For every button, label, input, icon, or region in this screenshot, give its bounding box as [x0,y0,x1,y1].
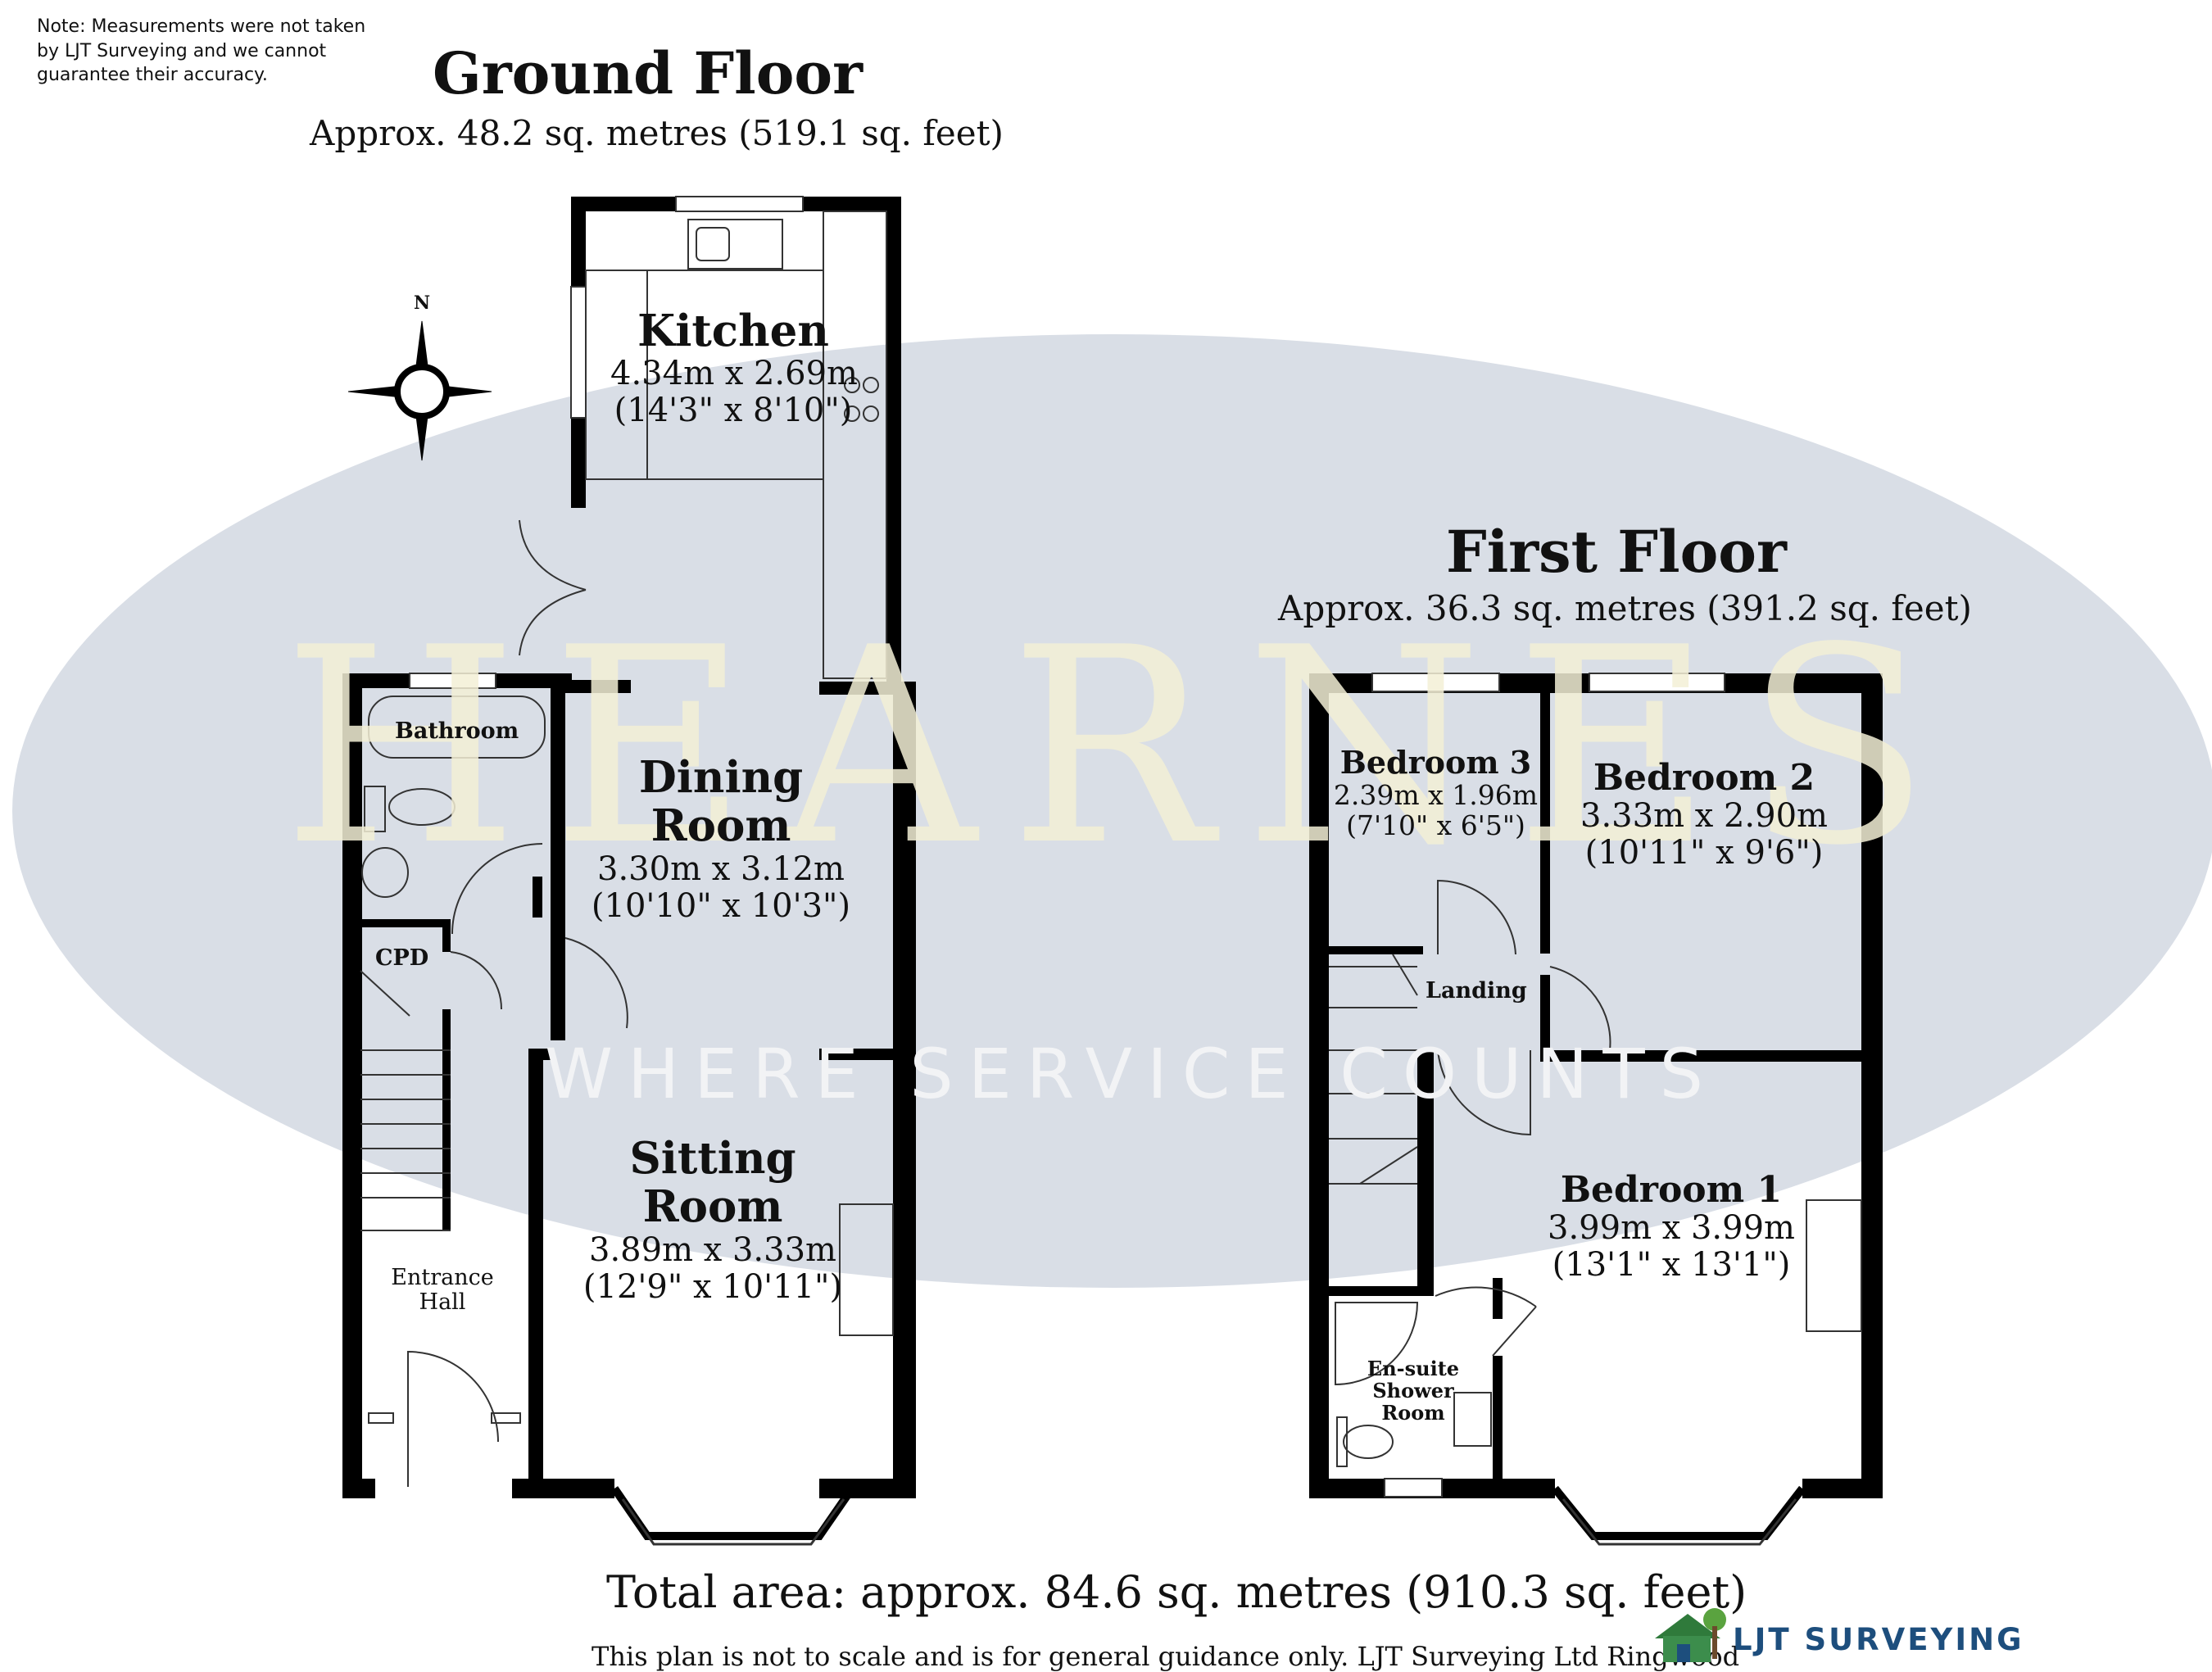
compass-north-label: N [414,292,431,314]
ground-floor-title: Ground Floor [433,39,863,107]
total-area: Total area: approx. 84.6 sq. metres (910… [606,1566,1747,1618]
room-ensuite: En-suite Shower Room [1367,1357,1460,1425]
room-cpd: CPD [375,945,429,971]
watermark-name: HEARNES [283,590,1964,904]
room-kitchen: Kitchen 4.34m x 2.69m (14'3" x 8'10") [610,306,858,430]
room-entrance-hall: Entrance Hall [391,1265,494,1316]
ground-floor-area: Approx. 48.2 sq. metres (519.1 sq. feet) [310,113,1004,153]
watermark-tagline: WHERE SERVICE COUNTS [545,1034,1718,1114]
accuracy-note: Note: Measurements were not taken by LJT… [37,16,366,86]
room-bedroom-1: Bedroom 1 3.99m x 3.99m (13'1" x 13'1") [1548,1169,1795,1285]
first-floor-title: First Floor [1446,518,1787,586]
watermark-oval [12,334,2212,1288]
disclaimer: This plan is not to scale and is for gen… [592,1641,1740,1672]
first-floor-area: Approx. 36.3 sq. metres (391.2 sq. feet) [1278,588,1972,628]
brand-name: LJT SURVEYING [1733,1622,2024,1657]
room-dining: Dining Room 3.30m x 3.12m (10'10" x 10'3… [591,752,851,925]
room-bedroom-2: Bedroom 2 3.33m x 2.90m (10'11" x 9'6") [1580,757,1828,872]
compass-icon [347,320,492,461]
ground-floor-fixtures [360,196,894,1546]
ground-floor-walls [342,197,916,1498]
room-landing: Landing [1426,978,1527,1004]
first-floor-fixtures [1329,673,1862,1546]
room-sitting: Sitting Room 3.89m x 3.33m (12'9" x 10'1… [582,1133,843,1306]
house-logo-icon [1655,1608,1726,1662]
room-bathroom: Bathroom [395,718,519,744]
room-bedroom-3: Bedroom 3 2.39m x 1.96m (7'10" x 6'5") [1333,744,1539,841]
